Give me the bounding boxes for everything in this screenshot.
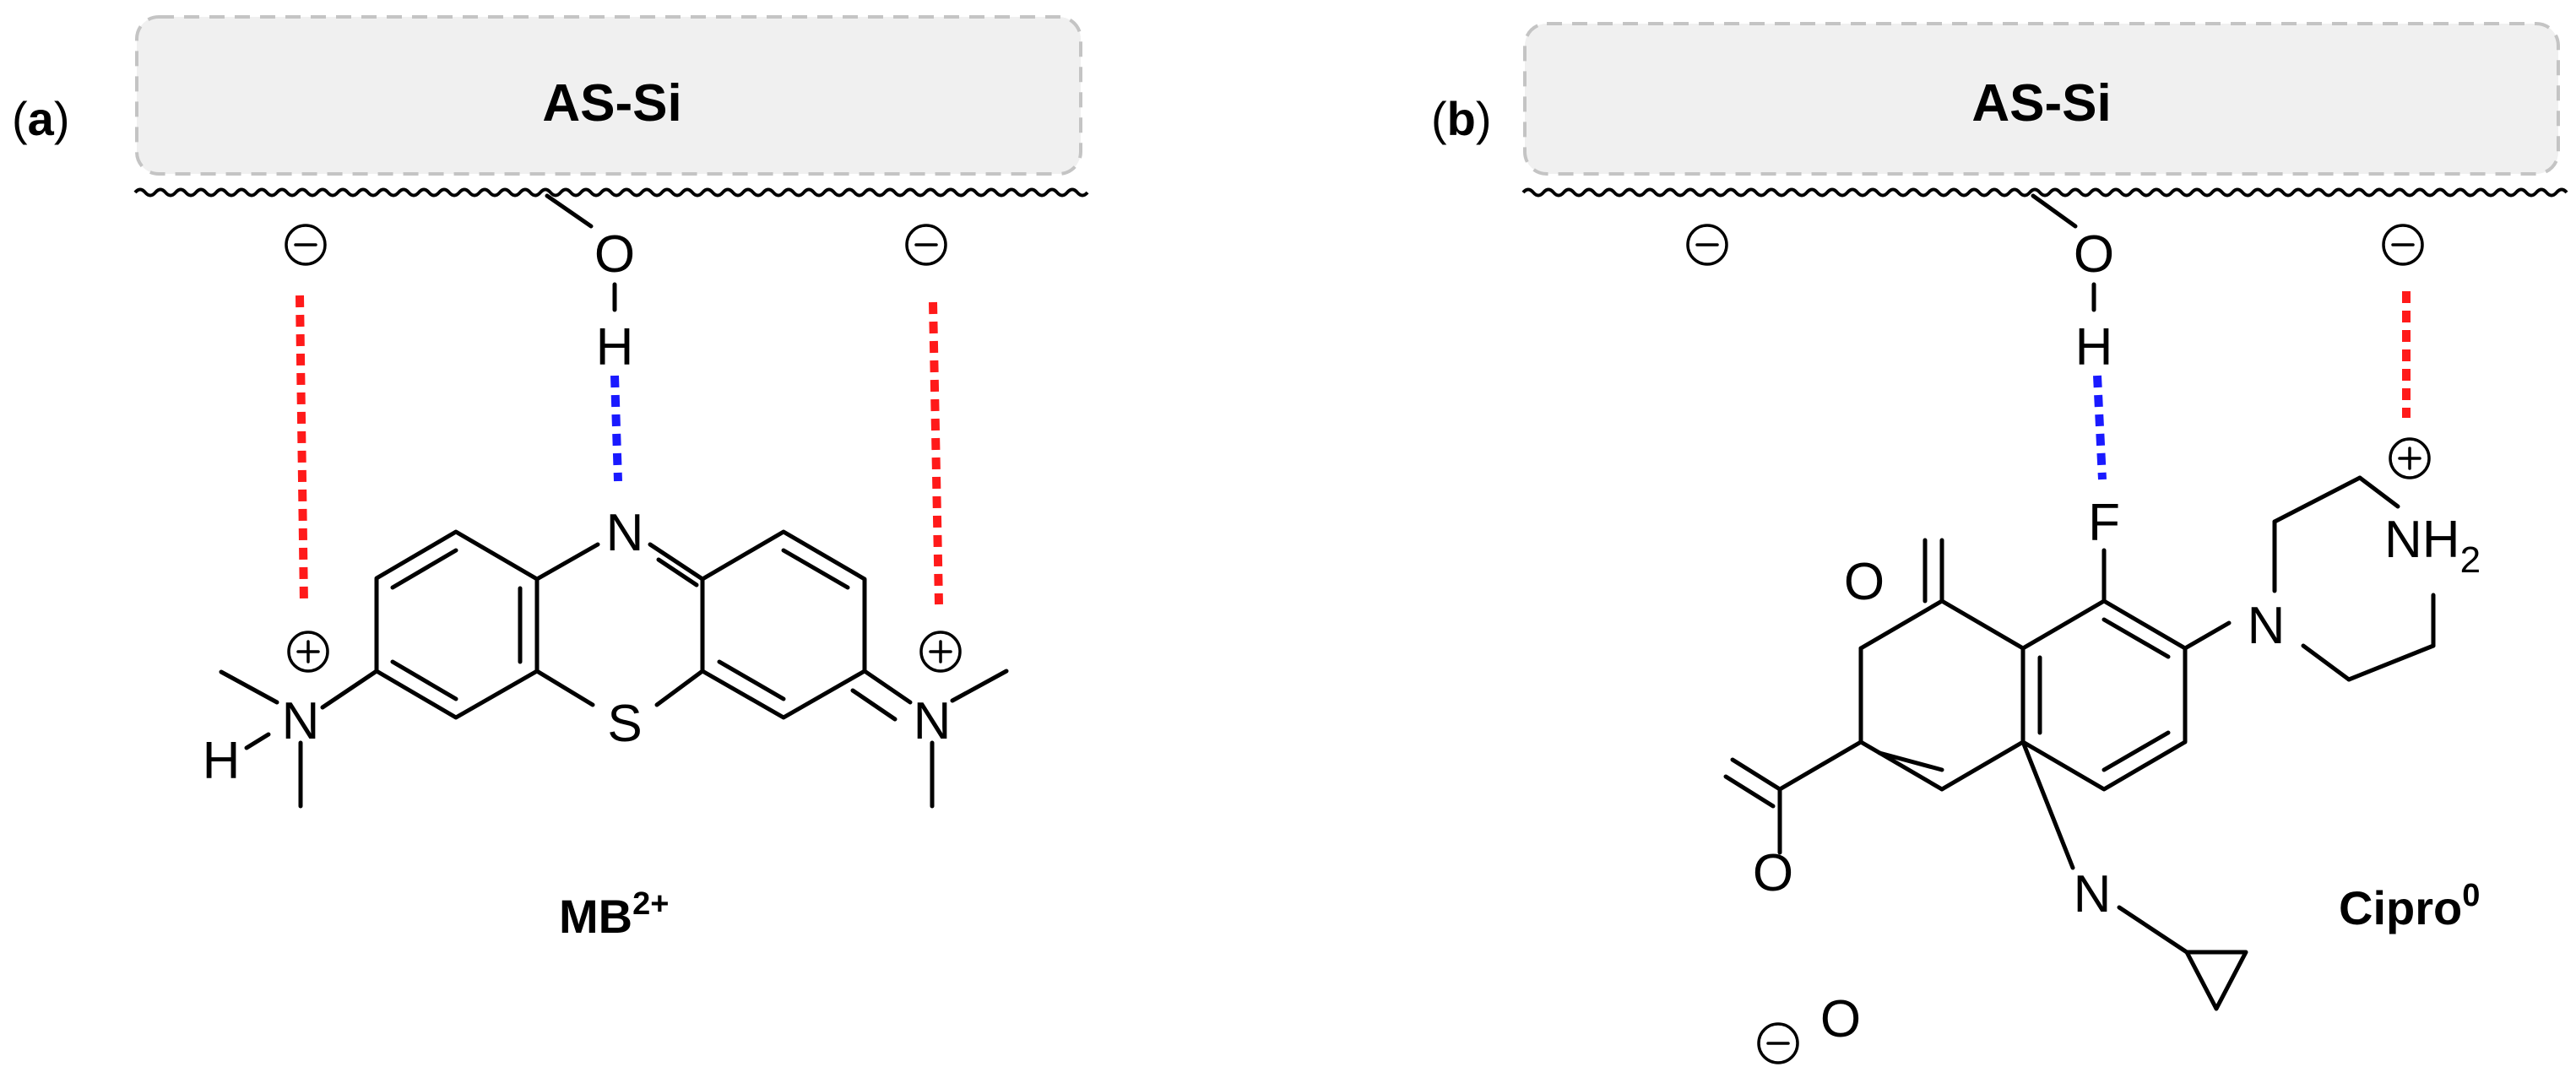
amine-nitrogen-a-left: N — [282, 692, 320, 750]
piperazine-nitrogen: N — [2248, 597, 2286, 655]
ciprofloxacin-structure — [1723, 475, 2436, 1011]
ring-sulfur-a: S — [607, 695, 642, 753]
as-si-surface-b — [1523, 22, 2560, 176]
surface-negative-charge-a-left — [285, 224, 327, 266]
surface-negative-charge-b-right — [2382, 224, 2424, 266]
surface-edge-a — [133, 187, 1089, 198]
electrostatic-interaction-a-right — [929, 301, 943, 605]
panel-a: (a) AS-Si O H — [12, 15, 1089, 943]
molecule-name-b: Cipro0 — [2339, 878, 2480, 934]
surface-o-bond-a — [545, 193, 594, 229]
carboxylate-oxygen-lower: O — [1820, 990, 1861, 1048]
surface-negative-charge-a-right — [905, 224, 947, 266]
hydroxyl-oxygen-a: O — [594, 225, 635, 284]
carboxylate-oxygen-upper: O — [1753, 844, 1793, 902]
ring-nitrogen-a: N — [606, 504, 644, 562]
panel-a-label: (a) — [12, 92, 69, 145]
as-si-surface-a — [135, 15, 1082, 176]
amine-hydrogen-a-left: H — [203, 732, 241, 790]
hydroxyl-hydrogen-b: H — [2075, 318, 2113, 376]
piperazine-amine: NH2 — [2384, 511, 2481, 581]
surface-edge-b — [1521, 187, 2568, 198]
positive-charge-a-right — [919, 631, 962, 673]
hydroxyl-oxygen-b: O — [2074, 225, 2114, 284]
methylene-blue-structure — [219, 529, 1009, 809]
surface-label-a: AS-Si — [542, 74, 681, 133]
hydroxyl-hydrogen-a: H — [596, 318, 634, 376]
ketone-oxygen: O — [1844, 553, 1885, 611]
surface-label-b: AS-Si — [1971, 74, 2111, 133]
iminium-nitrogen-a-right: N — [914, 692, 952, 750]
surface-negative-charge-b-left — [1686, 224, 1728, 266]
hydrogen-bond-b — [2093, 375, 2107, 480]
quinolone-nitrogen: N — [2074, 865, 2112, 923]
surface-o-bond-b — [2031, 193, 2078, 229]
electrostatic-interaction-a-left — [296, 295, 308, 605]
fluorine-atom: F — [2088, 494, 2120, 552]
panel-b-label: (b) — [1431, 92, 1492, 145]
molecule-name-a: MB2+ — [559, 886, 669, 943]
positive-charge-b — [2389, 437, 2431, 479]
hydrogen-bond-a — [610, 375, 622, 482]
carboxylate-negative-charge — [1757, 1022, 1799, 1064]
positive-charge-a-left — [287, 631, 329, 673]
panel-b: (b) AS-Si O H — [1431, 22, 2568, 1064]
